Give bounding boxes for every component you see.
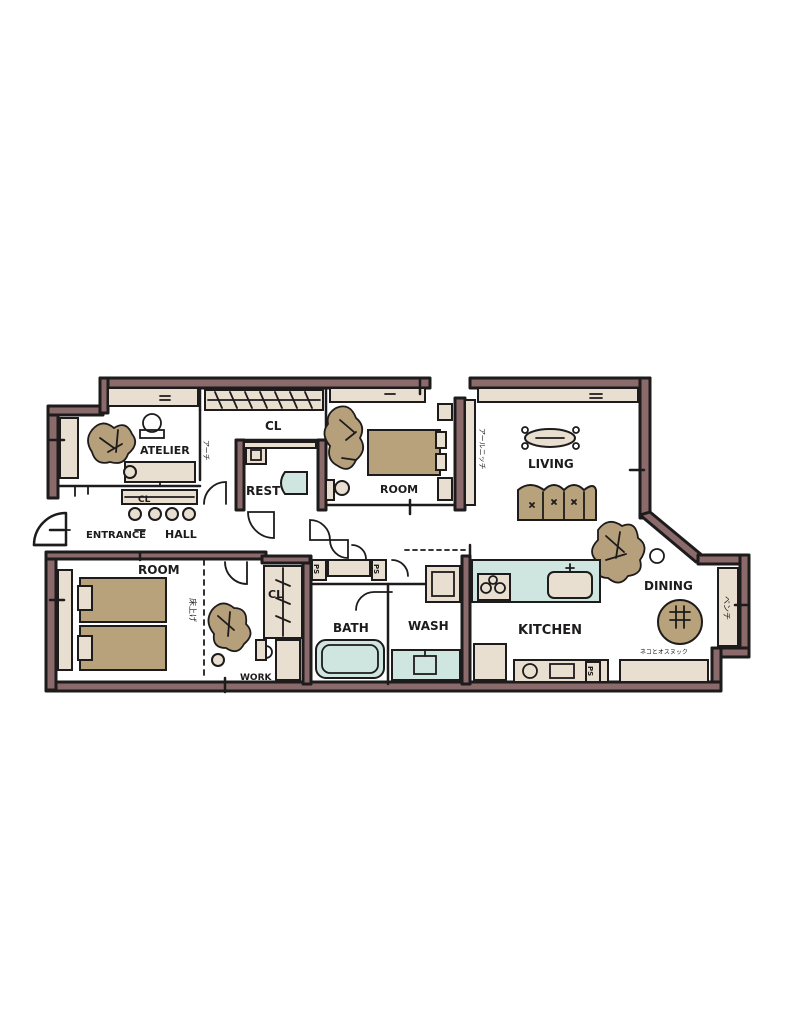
- burner-2: [494, 582, 506, 594]
- wall-rest-left: [234, 438, 246, 512]
- label-entrance: ENTRANCE: [86, 530, 146, 541]
- label-hall: HALL: [165, 528, 197, 541]
- bench: [717, 567, 739, 647]
- closet-hangers: [214, 391, 313, 409]
- bath-shelf: [327, 559, 371, 577]
- pillow-top-2: [435, 453, 447, 471]
- wall-left-top-jog: [46, 404, 105, 417]
- dining-table-mark: [669, 605, 691, 629]
- label-room-bottom: ROOM: [138, 563, 180, 577]
- wall-room-bottom-right: [260, 554, 312, 565]
- fridge: [473, 643, 507, 681]
- note-ps-mid: PS: [372, 564, 380, 574]
- shelf-living-top: [477, 387, 639, 403]
- label-cl-small: CL: [138, 495, 151, 505]
- label-cl-side: CL: [268, 588, 283, 601]
- shelf-atelier-top: [107, 387, 199, 407]
- label-atelier: ATELIER: [140, 444, 190, 457]
- bathtub-inner: [321, 644, 379, 674]
- work-desk: [275, 639, 301, 681]
- label-rest: REST: [246, 484, 281, 498]
- burner-3: [488, 575, 498, 585]
- rest-door[interactable]: [247, 511, 275, 539]
- room-top-niche: [437, 477, 453, 501]
- toilet: [280, 471, 308, 495]
- wall-top-right: [468, 376, 652, 390]
- note-arch-top: アーチ: [202, 440, 210, 461]
- bed-bottom-1: [79, 577, 167, 623]
- note-raised-floor: 床上げ: [188, 598, 198, 622]
- label-wash: WASH: [408, 619, 449, 633]
- atelier-door[interactable]: [203, 481, 227, 505]
- bathtub: [315, 639, 385, 679]
- label-work: WORK: [240, 673, 273, 683]
- wall-ticks: [48, 378, 751, 694]
- plant-room-bottom: [207, 602, 252, 667]
- plant-room-top: [323, 405, 365, 496]
- door-ps-2[interactable]: [351, 544, 367, 560]
- note-nekodaira: ネコとオスヌック: [640, 649, 688, 656]
- living-table: [521, 426, 580, 450]
- arch-niche: [464, 399, 476, 506]
- ps-kitchen-box: [585, 661, 601, 683]
- atelier-desk-left: [59, 417, 79, 479]
- work-box: [255, 639, 267, 661]
- rest-shelf: [243, 441, 317, 449]
- pillow-top: [435, 431, 447, 449]
- wall-left-upper2: [98, 376, 110, 415]
- atelier-machine-base: [139, 429, 165, 439]
- pillow-bottom-1: [77, 585, 93, 611]
- wash-door[interactable]: [391, 559, 409, 577]
- living-sofa: [517, 484, 597, 521]
- wall-entrance-bottom: [44, 550, 268, 561]
- shoe-stools: [128, 507, 196, 521]
- shelf-marks: [159, 393, 603, 401]
- wall-left-upper: [46, 406, 60, 500]
- door-ps[interactable]: [329, 539, 349, 559]
- pillow-bottom-2: [77, 635, 93, 661]
- dining-cabinet: [619, 659, 709, 683]
- bed-bottom-2: [79, 625, 167, 671]
- kitchen-sink: [547, 571, 593, 599]
- note-ps-kitchen: PS: [586, 666, 594, 676]
- label-room-top: ROOM: [380, 483, 418, 496]
- appliance-round: [522, 663, 538, 679]
- side-closet-hangers: [275, 567, 291, 637]
- bed-top: [367, 429, 441, 476]
- wash-machine-door: [431, 571, 455, 597]
- dining-table: [657, 599, 703, 645]
- entrance-door[interactable]: [32, 511, 68, 547]
- ps-box-1: [311, 559, 327, 581]
- wall-bottom: [44, 680, 723, 693]
- kitchen-tap: [565, 563, 575, 573]
- burner-1: [480, 582, 492, 594]
- label-living: LIVING: [528, 457, 574, 471]
- atelier-machine: [142, 413, 162, 433]
- room-top-side: [325, 479, 335, 501]
- label-dining: DINING: [644, 579, 693, 593]
- note-ps-left: PS: [312, 564, 320, 574]
- note-arch-living: アールニッチ: [478, 428, 486, 470]
- room-top-shelf: [437, 403, 453, 421]
- wall-room-top-right: [453, 396, 467, 512]
- room-bottom-shelf: [57, 569, 73, 671]
- wall-left-lower: [44, 554, 58, 692]
- shelf-room-top: [329, 387, 426, 403]
- door-hall-right[interactable]: [224, 561, 248, 585]
- wash-basin: [391, 649, 461, 681]
- ps-box-2: [371, 559, 387, 581]
- wall-bath-left: [301, 554, 313, 686]
- wall-top-left: [98, 376, 432, 390]
- kitchen-back-counter: [513, 659, 609, 683]
- wall-living-right: [638, 376, 652, 520]
- plant-atelier: [87, 422, 137, 479]
- rest-sink-bowl: [250, 449, 262, 461]
- note-bench: ベンチ: [722, 596, 731, 620]
- bath-door[interactable]: [355, 591, 393, 611]
- appliance-box: [549, 663, 575, 679]
- label-kitchen: KITCHEN: [518, 623, 582, 638]
- label-bath: BATH: [333, 621, 369, 635]
- label-cl-top: CL: [265, 419, 282, 433]
